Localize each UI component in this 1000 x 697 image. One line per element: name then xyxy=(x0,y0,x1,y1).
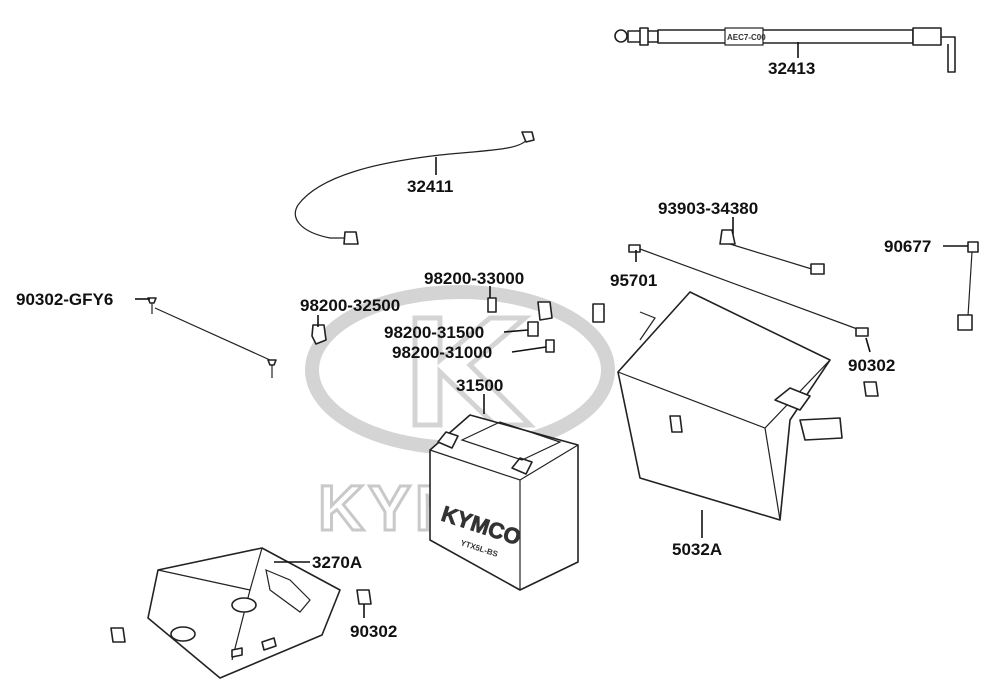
label-98200-32500: 98200-32500 xyxy=(300,296,400,315)
wire-32411 xyxy=(294,131,535,245)
battery-tray-3270a xyxy=(147,547,341,679)
cable-32413: AEC7-C00 xyxy=(614,27,956,73)
label-90302-bottom: 90302 xyxy=(350,622,397,641)
label-32411: 32411 xyxy=(407,177,453,196)
bolts-top-right xyxy=(628,229,979,337)
label-95701: 95701 xyxy=(610,271,657,290)
label-98200-31000: 98200-31000 xyxy=(392,343,492,362)
label-93903-34380: 93903-34380 xyxy=(658,199,758,218)
label-98200-31500: 98200-31500 xyxy=(384,323,484,342)
label-5032a: 5032A xyxy=(672,540,722,559)
cable-tag-text: AEC7-C00 xyxy=(727,33,766,42)
terminal-clips xyxy=(110,297,879,643)
label-31500: 31500 xyxy=(456,376,503,395)
label-90677: 90677 xyxy=(884,237,931,256)
screw-90302-gfy6 xyxy=(147,297,277,378)
label-32413: 32413 xyxy=(768,59,815,78)
label-90302-gfy6: 90302-GFY6 xyxy=(16,290,113,309)
label-98200-33000: 98200-33000 xyxy=(424,269,524,288)
leader-lines xyxy=(135,42,968,618)
label-90302-right: 90302 xyxy=(848,356,895,375)
part-labels: 32413 32411 93903-34380 90677 95701 9820… xyxy=(16,59,931,641)
battery-case-5032a xyxy=(617,291,843,521)
battery-31500: KYMCO YTX5L-BS xyxy=(429,414,579,591)
label-3270a: 3270A xyxy=(312,553,362,572)
